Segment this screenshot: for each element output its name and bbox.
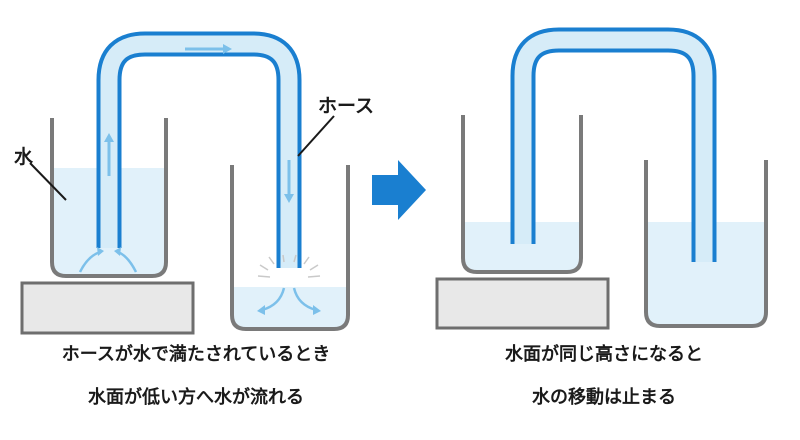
flow-arrow-down-head (284, 194, 294, 203)
left-hose-inner (100, 35, 298, 268)
hose-leader-line (297, 115, 335, 157)
flow-arrows (78, 44, 321, 315)
flow-arrow-up-head (104, 133, 114, 142)
right-caption-line1: 水面が同じ高さになると (505, 344, 703, 365)
left-caption-line1: ホースが水で満たされているとき (61, 344, 331, 365)
transition-arrow (372, 160, 426, 220)
intake-arrow-left-head (97, 247, 104, 256)
hose-label: ホース (318, 95, 374, 117)
water-label: 水 (14, 146, 34, 168)
intake-arrow-right-head (114, 247, 121, 256)
left-container (50, 118, 168, 278)
right-container-water (232, 287, 348, 329)
outflow-arrow-left-head (257, 305, 265, 315)
right-hose-inner (514, 31, 713, 262)
lower-container-water (646, 222, 766, 326)
right-panel (435, 27, 768, 330)
splash-lines (257, 254, 321, 278)
raised-container (461, 115, 583, 274)
raised-container-water (463, 222, 581, 272)
lower-container (644, 160, 768, 328)
left-caption-line2: 水面が低い方へ水が流れる (88, 387, 304, 408)
right-panel-stand (435, 277, 610, 330)
right-caption-line2: 水の移動は止まる (532, 387, 676, 408)
right-container (230, 165, 350, 331)
left-stand (20, 281, 195, 335)
outflow-arrow-right-head (313, 305, 321, 315)
left-panel: 水 ホース (14, 31, 374, 335)
water-leader-line (29, 162, 67, 201)
flow-arrow-right-head (223, 44, 232, 54)
